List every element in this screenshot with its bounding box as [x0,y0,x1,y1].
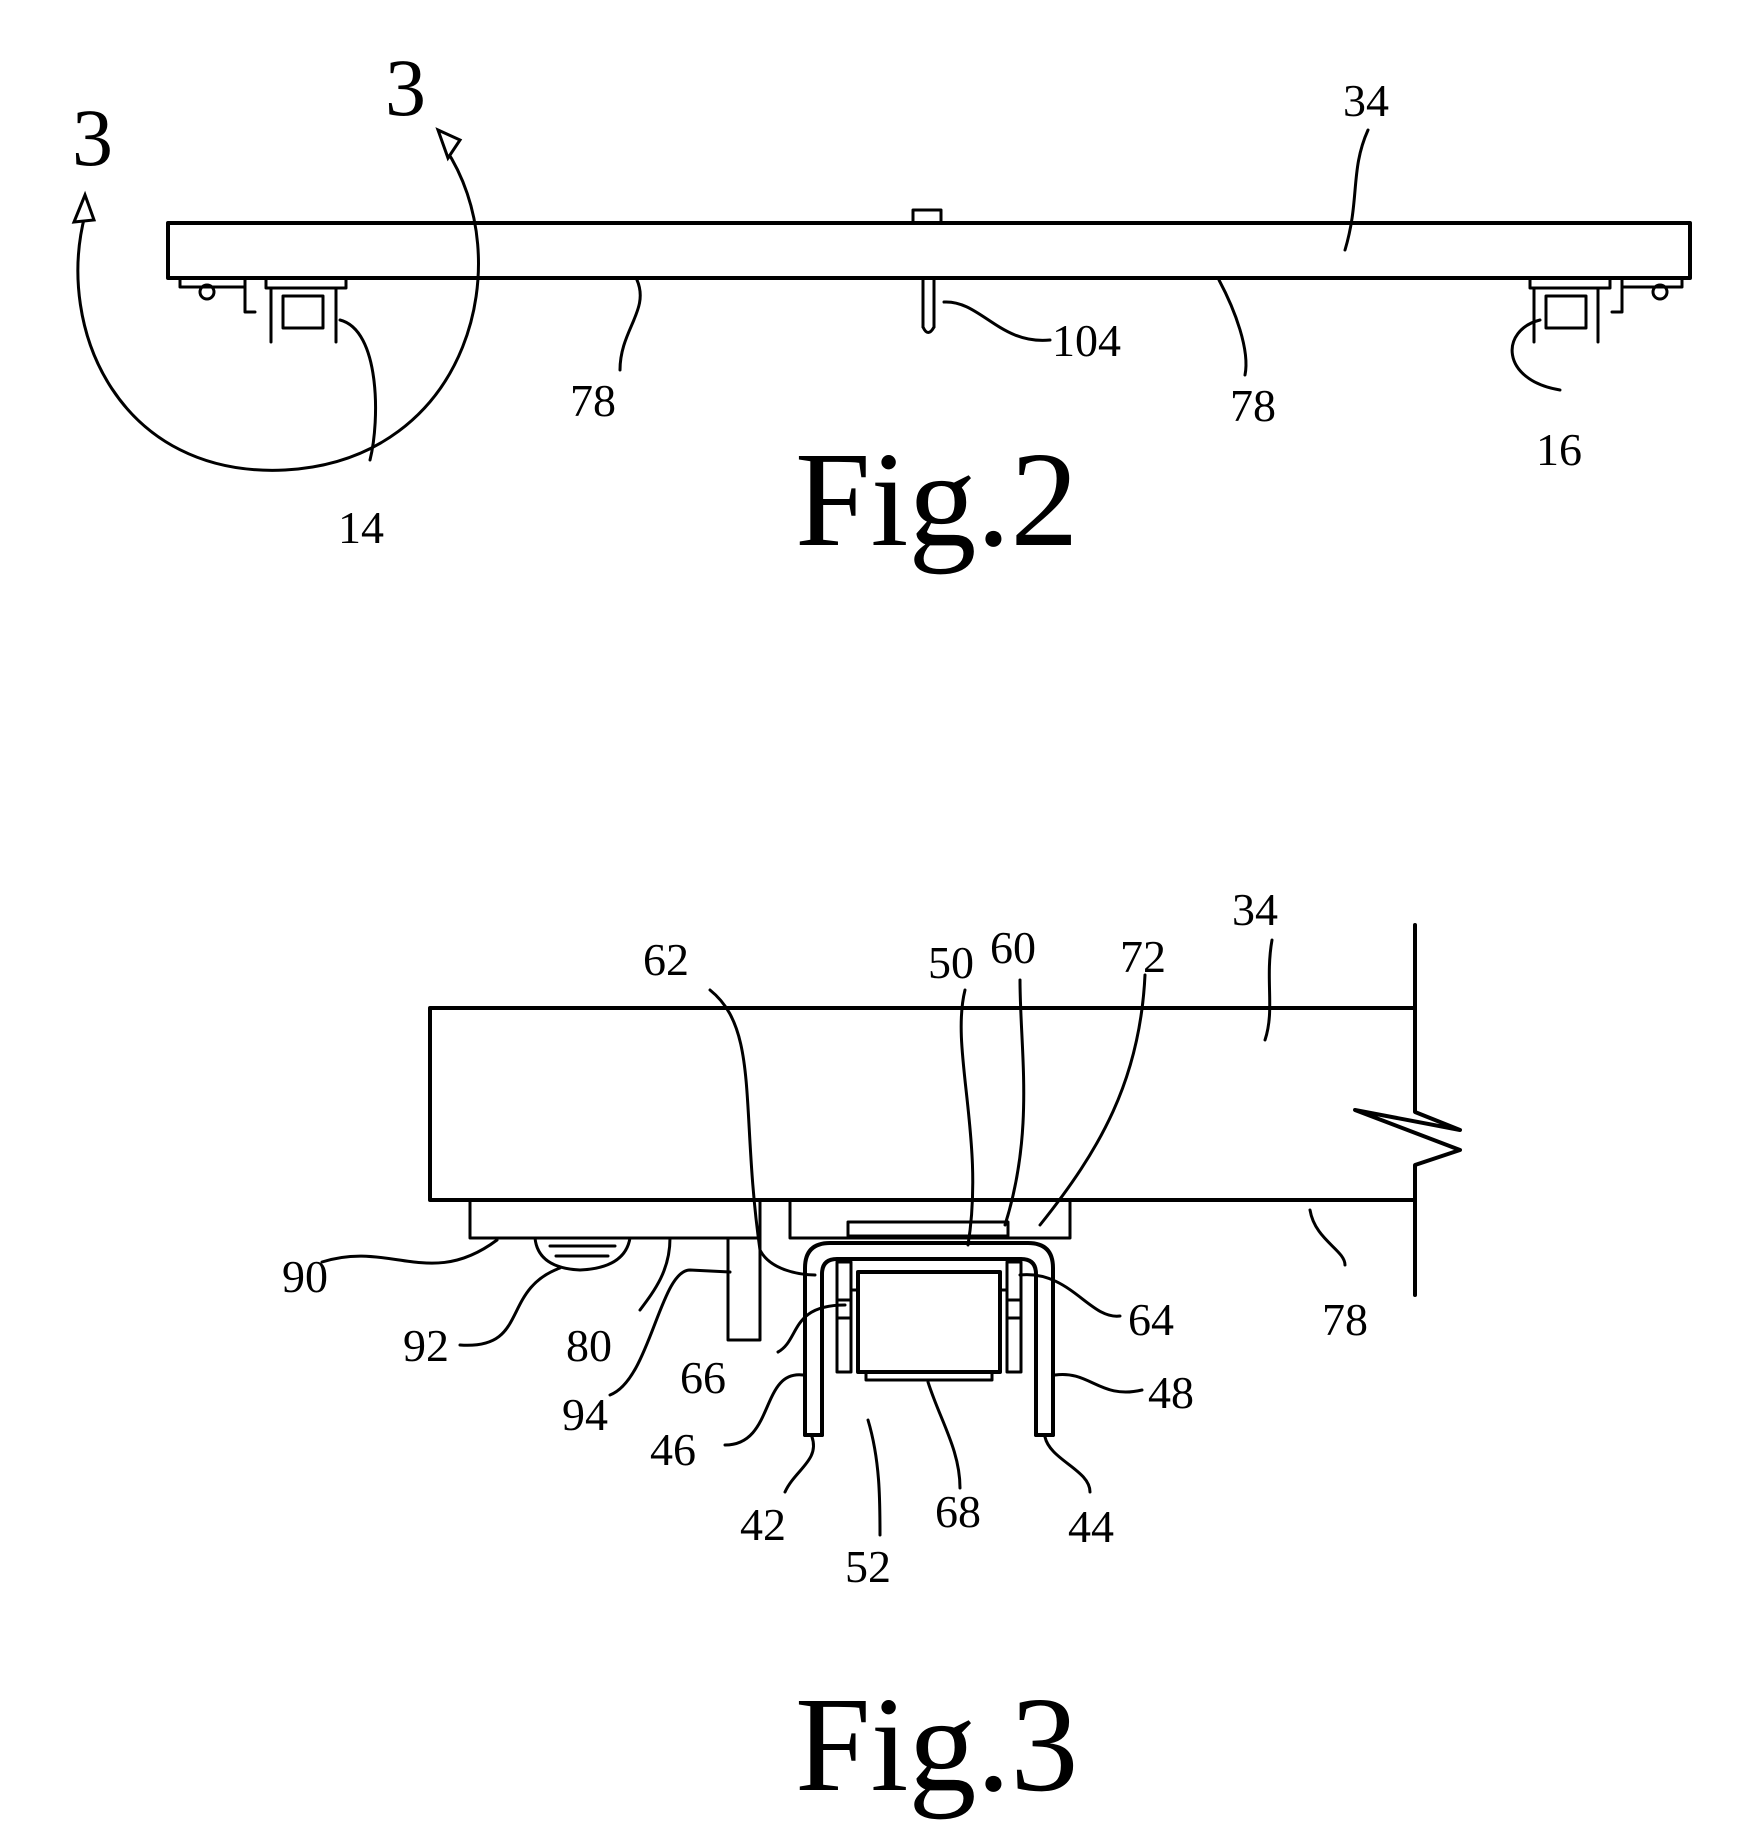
caption-fig2: Fig.2 [795,425,1078,575]
leader-16 [1512,320,1560,390]
ref-92: 92 [403,1320,449,1371]
leader-44 [1045,1437,1090,1492]
caption-fig3: Fig.3 [795,1670,1078,1820]
leader-46 [725,1375,803,1445]
leader-90 [322,1240,497,1263]
ref-66: 66 [680,1352,726,1403]
ref-48: 48 [1148,1367,1194,1418]
leader-52 [868,1420,880,1535]
ref-50: 50 [928,937,974,988]
leader-78-right [1219,280,1246,375]
right-wheel-assembly [1530,278,1682,342]
section-arrow-left [74,195,94,222]
ref-68: 68 [935,1486,981,1537]
bracket-flange [728,1238,760,1340]
ref-72: 72 [1120,931,1166,982]
ref-52: 52 [845,1541,891,1592]
leader-78-left [620,280,640,370]
leader-66 [778,1305,845,1352]
mount-plate [470,1200,760,1238]
leader-50 [961,990,973,1245]
leader-92 [460,1268,560,1345]
ref-78-fig2-left: 78 [570,375,616,426]
ref-80: 80 [566,1320,612,1371]
pin-tip [923,327,934,333]
ref-94: 94 [562,1389,608,1440]
section-arrow-right [438,130,460,158]
ref-60: 60 [990,922,1036,973]
section-label-right: 3 [385,42,426,133]
board-top-view [168,223,1690,278]
leader-48 [1055,1374,1142,1392]
section-circle [78,148,479,470]
figure-3: 34 62 50 60 72 90 92 80 94 66 64 78 46 4… [282,884,1460,1820]
ref-42: 42 [740,1499,786,1550]
ref-34-fig2: 34 [1343,75,1389,126]
ref-34-fig3: 34 [1232,884,1278,935]
leader-78-fig3 [1310,1210,1345,1265]
ref-90: 90 [282,1251,328,1302]
ref-78-fig2-right: 78 [1230,380,1276,431]
leader-62 [710,990,815,1275]
break-line [1355,925,1460,1295]
top-plate-60 [848,1222,1008,1236]
leader-60 [1005,980,1024,1225]
ref-44: 44 [1068,1501,1114,1552]
ref-46: 46 [650,1424,696,1475]
ref-104: 104 [1052,315,1121,366]
ref-78-fig3: 78 [1322,1294,1368,1345]
leader-68 [928,1382,960,1488]
ref-62: 62 [643,934,689,985]
leader-104 [944,302,1050,340]
ref-16: 16 [1536,424,1582,475]
leader-14 [340,320,376,460]
ref-14: 14 [338,502,384,553]
screw-head [535,1238,630,1270]
section-label-left: 3 [72,92,113,183]
leader-34-fig3 [1265,940,1272,1040]
leader-42 [785,1437,814,1492]
left-wheel-assembly [180,278,346,342]
leader-72 [1040,975,1145,1225]
figure-2: 3 3 34 78 78 104 14 16 Fig.2 [72,42,1690,575]
leader-34 [1345,130,1368,250]
wheel [858,1272,1000,1372]
u-bracket-inner [822,1259,1036,1435]
wheel-mount-plate [790,1200,1070,1238]
ref-64: 64 [1128,1294,1174,1345]
